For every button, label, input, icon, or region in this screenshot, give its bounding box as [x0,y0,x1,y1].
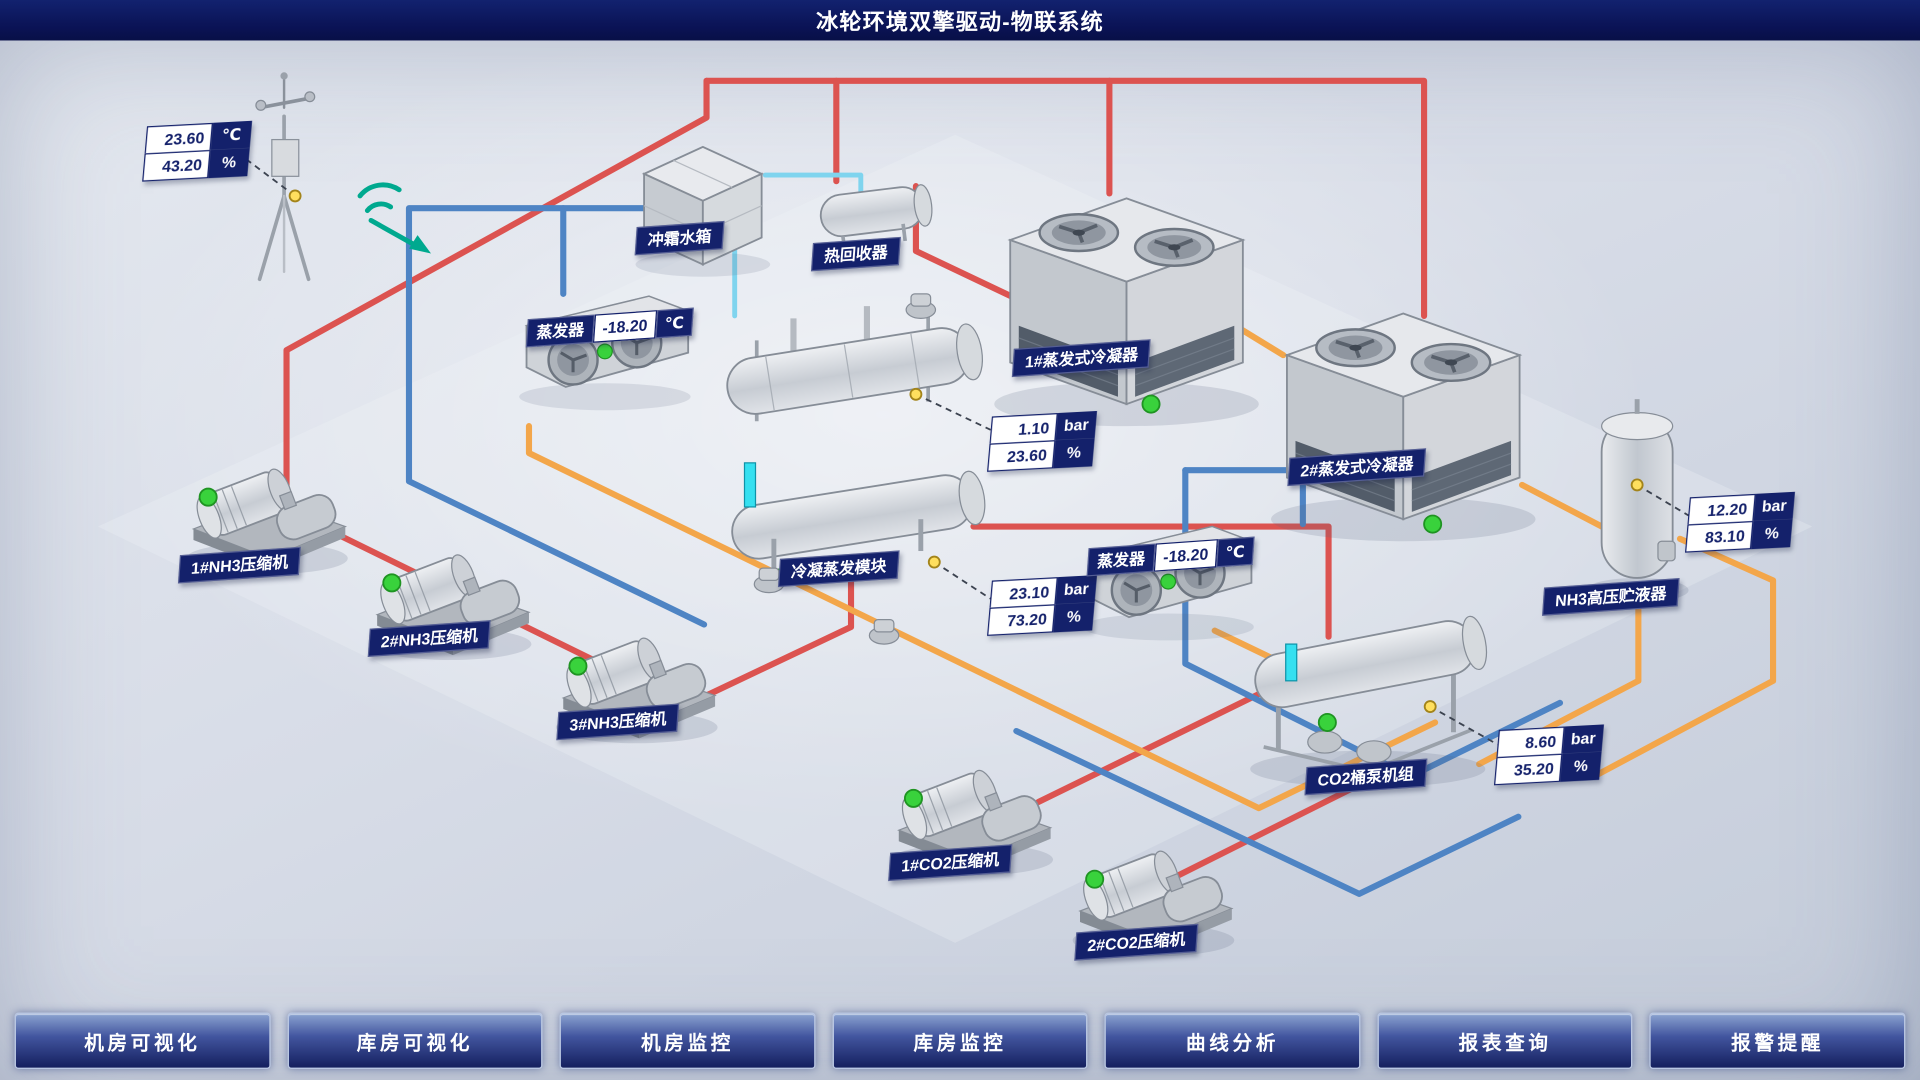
co2-pump-readout: 8.60 bar 35.20 % [1493,724,1604,786]
reading-value: 23.10 [989,577,1058,608]
sensor-leader-lines [240,154,1690,746]
reading-unit: % [1751,518,1793,550]
reading-unit: % [1053,602,1095,633]
nav-machine-room-monitoring[interactable]: 机房监控 [559,1012,816,1069]
readout-row: 73.20 % [987,602,1095,636]
reading-unit: bar [1055,575,1098,605]
nav-warehouse-visualization[interactable]: 库房可视化 [287,1012,543,1069]
nav-machine-room-visualization[interactable]: 机房可视化 [14,1012,271,1069]
water-tank-graphic [635,145,771,277]
reading-unit: ℃ [210,120,253,150]
reading-unit: bar [1753,491,1796,521]
readout-row: 83.10 % [1684,518,1793,553]
condenser-2-status-dot [1423,514,1443,534]
reading-unit: bar [1562,724,1604,754]
reading-unit: % [1560,751,1602,782]
heat-recovery-graphic [819,184,933,254]
evaporator-temp-value: -18.20 [1153,539,1218,572]
module-readout: 23.10 bar 73.20 % [987,575,1098,636]
module-upper-vessel-graphic [726,306,983,422]
weather-station-graphic [255,72,316,282]
reading-value: 12.20 [1687,493,1756,525]
pipe-cyan-network [732,172,864,319]
inline-pump-2 [868,618,900,645]
nh3-receiver-readout: 12.20 bar 83.10 % [1684,491,1796,553]
plant-stage: 23.60 ℃ 43.20 % 1.10 bar 23.60 % 23.10 b… [0,40,1920,1080]
evaporator-temp-value: -18.20 [592,310,658,343]
condenser-1-graphic [994,198,1258,426]
nav-warehouse-monitoring[interactable]: 库房监控 [832,1012,1088,1069]
reading-value: 73.20 [987,604,1056,636]
nav-alarm-reminder[interactable]: 报警提醒 [1649,1012,1906,1069]
reading-value: 23.60 [144,122,214,154]
evaporator-temp-unit: ℃ [1215,536,1255,568]
reading-unit: % [1053,438,1095,469]
reading-value: 35.20 [1493,753,1563,786]
reading-value: 23.60 [987,440,1056,472]
wifi-signal-icon [357,182,432,254]
evaporator-temp-unit: ℃ [655,307,694,339]
readout-row: 35.20 % [1493,751,1602,786]
reading-value: 43.20 [142,149,211,182]
reading-value: 1.10 [989,413,1058,444]
hp-circuit-readout: 1.10 bar 23.60 % [987,410,1098,472]
page-title: 冰轮环境双擎驱动-物联系统 [816,9,1104,34]
nav-report-query[interactable]: 报表查询 [1377,1012,1633,1069]
reading-unit: % [208,147,250,179]
bottom-nav: 机房可视化 库房可视化 机房监控 库房监控 曲线分析 报表查询 报警提醒 [0,1012,1920,1069]
readout-row: 43.20 % [142,147,250,182]
reading-value: 8.60 [1496,726,1565,758]
title-bar: 冰轮环境双擎驱动-物联系统 [0,0,1920,41]
inline-pump-1 [905,293,937,319]
reading-value: 83.10 [1684,520,1754,553]
nav-curve-analysis[interactable]: 曲线分析 [1104,1012,1361,1069]
sensor-points [288,189,1644,713]
condenser-1-status-dot [1141,394,1161,414]
reading-unit: bar [1055,410,1098,441]
weather-readout: 23.60 ℃ 43.20 % [142,120,253,182]
evaporator-name: 蒸发器 [525,314,595,348]
evaporator-name: 蒸发器 [1086,543,1156,577]
condenser-2-graphic [1271,313,1535,541]
readout-row: 23.60 % [987,438,1095,472]
